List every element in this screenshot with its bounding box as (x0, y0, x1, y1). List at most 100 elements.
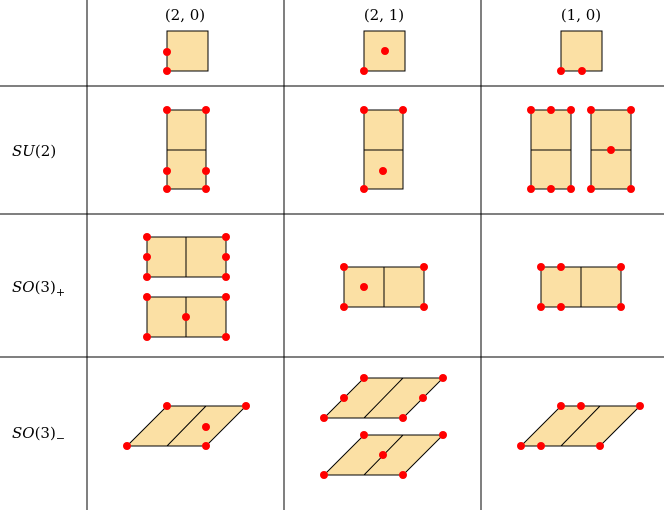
lattice-point (340, 394, 348, 402)
lattice-point (320, 414, 328, 422)
lattice-point (578, 67, 586, 75)
column-header: (2, 0) (165, 6, 205, 24)
lattice-point (163, 185, 171, 193)
lattice-point (557, 303, 565, 311)
lattice-point (567, 106, 575, 114)
lattice-point (587, 106, 595, 114)
lattice-point (143, 293, 151, 301)
lattice-point (636, 402, 644, 410)
lattice-point (627, 185, 635, 193)
lattice-point (163, 402, 171, 410)
header-2-1-shape (360, 30, 406, 75)
lattice-point (617, 303, 625, 311)
unit-cell (166, 30, 209, 72)
lattice-point (163, 106, 171, 114)
column-header: (2, 1) (364, 6, 404, 24)
lattice-point (439, 431, 447, 439)
lattice-point (537, 263, 545, 271)
lattice-point (379, 451, 387, 459)
unit-cell (363, 30, 406, 72)
so3minus-1-0-shape (517, 402, 644, 450)
header-2-0-shape (163, 30, 209, 75)
so3plus-2-1-shape (340, 263, 428, 311)
row-label-sub: + (56, 286, 65, 299)
lattice-point (143, 273, 151, 281)
lattice-point (547, 106, 555, 114)
cell-divider (363, 377, 404, 419)
su2-1-0-shape (527, 106, 635, 193)
lattice-point (607, 146, 615, 154)
cell-divider (166, 405, 207, 447)
lattice-point (547, 185, 555, 193)
lattice-point (360, 431, 368, 439)
row-label-name: SO (12, 424, 35, 442)
lattice-point (399, 414, 407, 422)
lattice-point (557, 263, 565, 271)
so3plus-1-0-shape (537, 263, 625, 311)
lattice-point (399, 471, 407, 479)
lattice-point (202, 167, 210, 175)
lattice-point (222, 253, 230, 261)
row-label: SO(3)− (12, 424, 65, 445)
lattice-point (557, 402, 565, 410)
lattice-point (123, 442, 131, 450)
lattice-point (360, 185, 368, 193)
lattice-point (381, 47, 389, 55)
so3plus-2-0-shape (143, 233, 230, 341)
lattice-point (360, 374, 368, 382)
row-label-arg: (3) (35, 424, 56, 442)
lattice-point (360, 67, 368, 75)
lattice-point (242, 402, 250, 410)
lattice-point (340, 303, 348, 311)
lattice-point (222, 293, 230, 301)
column-header: (1, 0) (561, 6, 601, 24)
lattice-point (163, 67, 171, 75)
lattice-point (202, 423, 210, 431)
lattice-point (577, 402, 585, 410)
lattice-point (527, 185, 535, 193)
lattice-point (537, 303, 545, 311)
lattice-point (222, 233, 230, 241)
unit-cell (560, 30, 603, 72)
cell-divider (560, 405, 601, 447)
lattice-point (420, 263, 428, 271)
lattice-point (360, 283, 368, 291)
lattice-point (163, 48, 171, 56)
lattice-point (557, 67, 565, 75)
lattice-point (420, 303, 428, 311)
lattice-point (587, 185, 595, 193)
lattice-point (627, 106, 635, 114)
lattice-point (527, 106, 535, 114)
lattice-point (222, 273, 230, 281)
lattice-point (182, 313, 190, 321)
lattice-point (537, 442, 545, 450)
lattice-point (340, 263, 348, 271)
row-label-arg: (3) (35, 278, 56, 296)
lattice-point (617, 263, 625, 271)
lattice-point (143, 333, 151, 341)
row-label: SU(2) (12, 142, 56, 160)
lattice-point (143, 253, 151, 261)
su2-2-0-shape (163, 106, 210, 193)
lattice-point (596, 442, 604, 450)
row-label-name: SU (12, 142, 36, 160)
row-label-name: SO (12, 278, 35, 296)
lattice-point (399, 106, 407, 114)
lattice-point (567, 185, 575, 193)
so3minus-2-1-shape (320, 374, 447, 479)
lattice-point (379, 167, 387, 175)
lattice-point (439, 374, 447, 382)
row-label-sub: − (56, 432, 65, 445)
row-label: SO(3)+ (12, 278, 65, 299)
so3minus-2-0-shape (123, 402, 250, 450)
su2-2-1-shape (360, 106, 407, 193)
lattice-point (143, 233, 151, 241)
lattice-point (163, 167, 171, 175)
lattice-point (222, 333, 230, 341)
header-1-0-shape (557, 30, 603, 75)
lattice-point (419, 394, 427, 402)
lattice-point (202, 442, 210, 450)
lattice-point (517, 442, 525, 450)
